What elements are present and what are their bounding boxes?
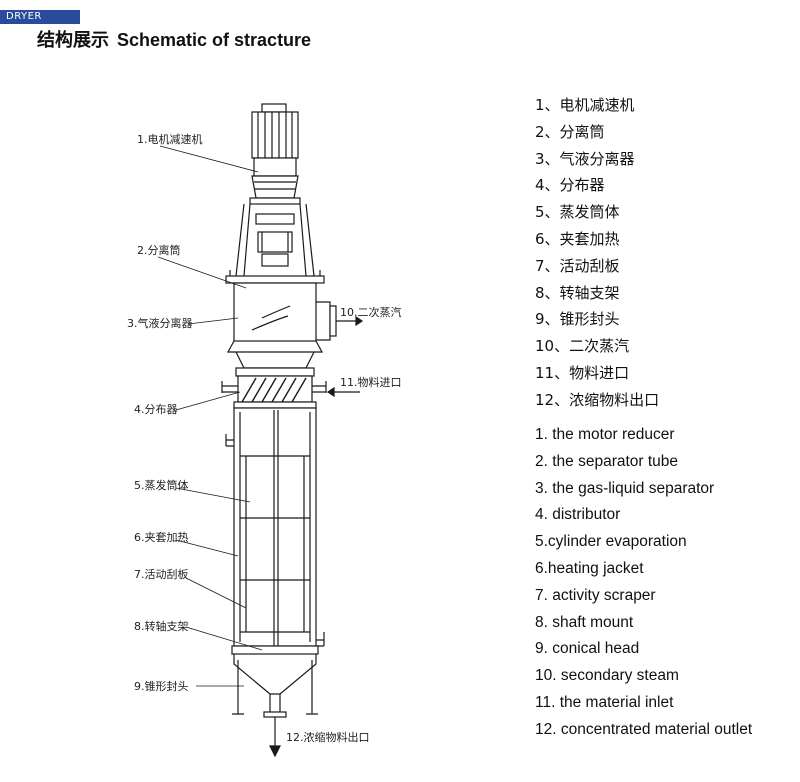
callout-5: 5.蒸发筒体 xyxy=(134,478,189,492)
legend-cn-item: 10、二次蒸汽 xyxy=(535,337,630,356)
callout-1: 1.电机减速机 xyxy=(137,132,203,146)
legend-cn-item: 3、气液分离器 xyxy=(535,149,635,168)
callout-3: 3.气液分离器 xyxy=(127,316,193,330)
legend-english: 1. the motor reducer 2. the separator tu… xyxy=(535,422,752,744)
legend-cn-item: 5、蒸发筒体 xyxy=(535,203,620,222)
callout-2: 2.分离筒 xyxy=(137,243,181,257)
legend-cn-item: 7、活动刮板 xyxy=(535,256,620,275)
callout-9: 9.锥形封头 xyxy=(134,679,189,693)
legend-en-item: 7. activity scraper xyxy=(535,586,656,604)
page-title: 结构展示 Schematic of stracture xyxy=(37,26,311,52)
legend-en-item: 8. shaft mount xyxy=(535,613,634,631)
legend-en-item: 12. concentrated material outlet xyxy=(535,720,753,738)
page-title-en: Schematic of stracture xyxy=(117,30,312,50)
callout-8: 8.转轴支架 xyxy=(134,619,189,633)
legend-cn-item: 12、浓缩物料出口 xyxy=(535,390,660,409)
distributor xyxy=(221,375,327,409)
support-frame xyxy=(225,203,325,284)
legend-en-item: 6.heating jacket xyxy=(535,559,644,577)
legend-cn-item: 4、分布器 xyxy=(535,176,605,195)
callout-4: 4.分布器 xyxy=(134,403,178,416)
motor-reducer xyxy=(249,103,301,205)
legend-en-item: 1. the motor reducer xyxy=(535,426,675,443)
legend-en-item: 5.cylinder evaporation xyxy=(535,533,687,551)
legend-en-item: 9. conical head xyxy=(535,640,640,658)
legend-en-item: 3. the gas-liquid separator xyxy=(535,479,715,497)
callout-10: 10.二次蒸汽 xyxy=(340,305,402,319)
separator-body xyxy=(226,282,337,377)
brand-badge: DRYER xyxy=(0,10,80,24)
legend-en-item: 10. secondary steam xyxy=(535,667,679,685)
legend-chinese: 1、电机减速机 2、分离筒 3、气液分离器 4、分布器 5、蒸发筒体 6、夹套加… xyxy=(535,92,659,414)
callout-11: 11.物料进口 xyxy=(340,375,402,389)
legend-cn-item: 6、夹套加热 xyxy=(535,229,620,248)
legend-cn-item: 11、物料进口 xyxy=(535,363,630,382)
legend-cn-item: 2、分离筒 xyxy=(535,122,605,141)
legend-en-item: 4. distributor xyxy=(535,506,621,524)
legend-en-item: 2. the separator tube xyxy=(535,452,679,470)
legend-cn-item: 9、锥形封头 xyxy=(535,310,620,329)
evaporator-cylinder xyxy=(225,407,325,655)
legend-en-item: 11. the material inlet xyxy=(535,693,674,711)
callout-7: 7.活动刮板 xyxy=(134,567,189,581)
callout-6: 6.夹套加热 xyxy=(134,531,189,544)
page-title-cn: 结构展示 xyxy=(37,30,109,51)
legend-cn-item: 1、电机减速机 xyxy=(535,96,635,114)
callout-12: 12.浓缩物料出口 xyxy=(286,730,370,744)
conical-head xyxy=(232,654,318,758)
legend-cn-item: 8、转轴支架 xyxy=(535,283,620,302)
